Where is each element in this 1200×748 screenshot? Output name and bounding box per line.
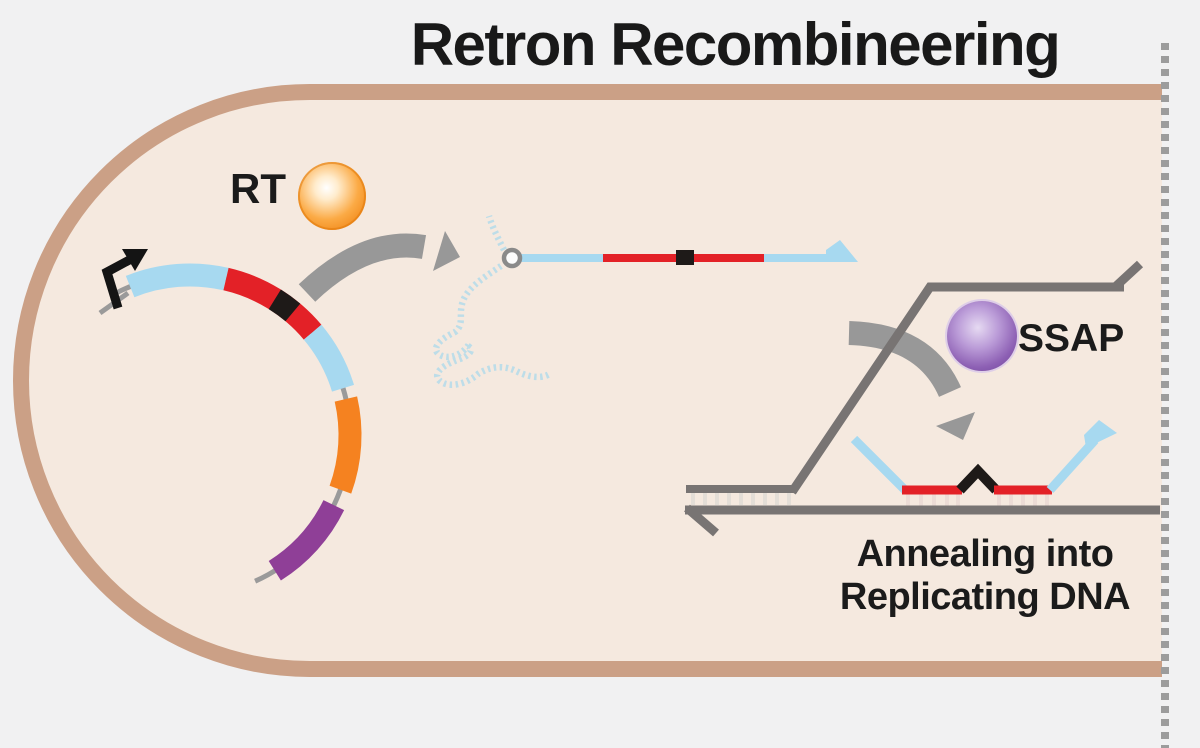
cell-boundary-dotted-line-icon: [1161, 43, 1169, 748]
donor-blue-right: [1046, 436, 1099, 494]
bacterial-cell: [13, 84, 1162, 677]
msdna-branch-circle-icon: [501, 247, 523, 269]
plasmid-cargo-red: [223, 267, 322, 340]
plasmid-rt-gene-orange: [329, 396, 362, 494]
promoter-arrow-icon: [98, 249, 148, 316]
leading-strand-arrow-icon: [1110, 260, 1144, 292]
donor-blue-left: [850, 435, 910, 495]
retron-plasmid: [98, 249, 362, 584]
plasmid-homology-arm-left: [125, 263, 229, 298]
ssap-protein-sphere-icon: [947, 301, 1017, 371]
replication-fork: [684, 260, 1160, 537]
donor-arrow-tip-icon: [1084, 420, 1117, 448]
plasmid-ssap-gene-purple: [268, 499, 345, 581]
annealing-caption-line1: Annealing into: [856, 533, 1114, 575]
annealing-caption: Annealing into Replicating DNA: [800, 533, 1170, 619]
base-pair-rungs-left: [691, 492, 791, 505]
rt-label: RT: [230, 165, 286, 212]
msdna-structure: [432, 215, 858, 388]
ssap-reaction-arrow: [848, 321, 975, 440]
cell-clip: [13, 84, 1162, 677]
rna-squiggle-icon: [432, 215, 553, 388]
plasmid-homology-arm-right: [303, 324, 354, 392]
leading-strand-fork: [788, 282, 1124, 495]
annealed-donor-dna: [850, 420, 1117, 495]
rt-protein-sphere-icon: [298, 162, 366, 230]
ssap-label: SSAP: [1018, 317, 1125, 360]
msdna-arrow-tip-icon: [826, 240, 858, 262]
annealing-caption-line2: Replicating DNA: [839, 576, 1131, 618]
plasmid-edit-site: [268, 289, 301, 322]
template-strand-arrow-icon: [684, 504, 719, 537]
base-pair-rungs-annealed: [906, 494, 1049, 506]
donor-edit-chevron: [956, 463, 1000, 494]
msdna-edit-site: [676, 250, 694, 265]
rt-reaction-arrow: [298, 231, 460, 302]
figure-title: Retron Recombineering: [410, 11, 1061, 78]
